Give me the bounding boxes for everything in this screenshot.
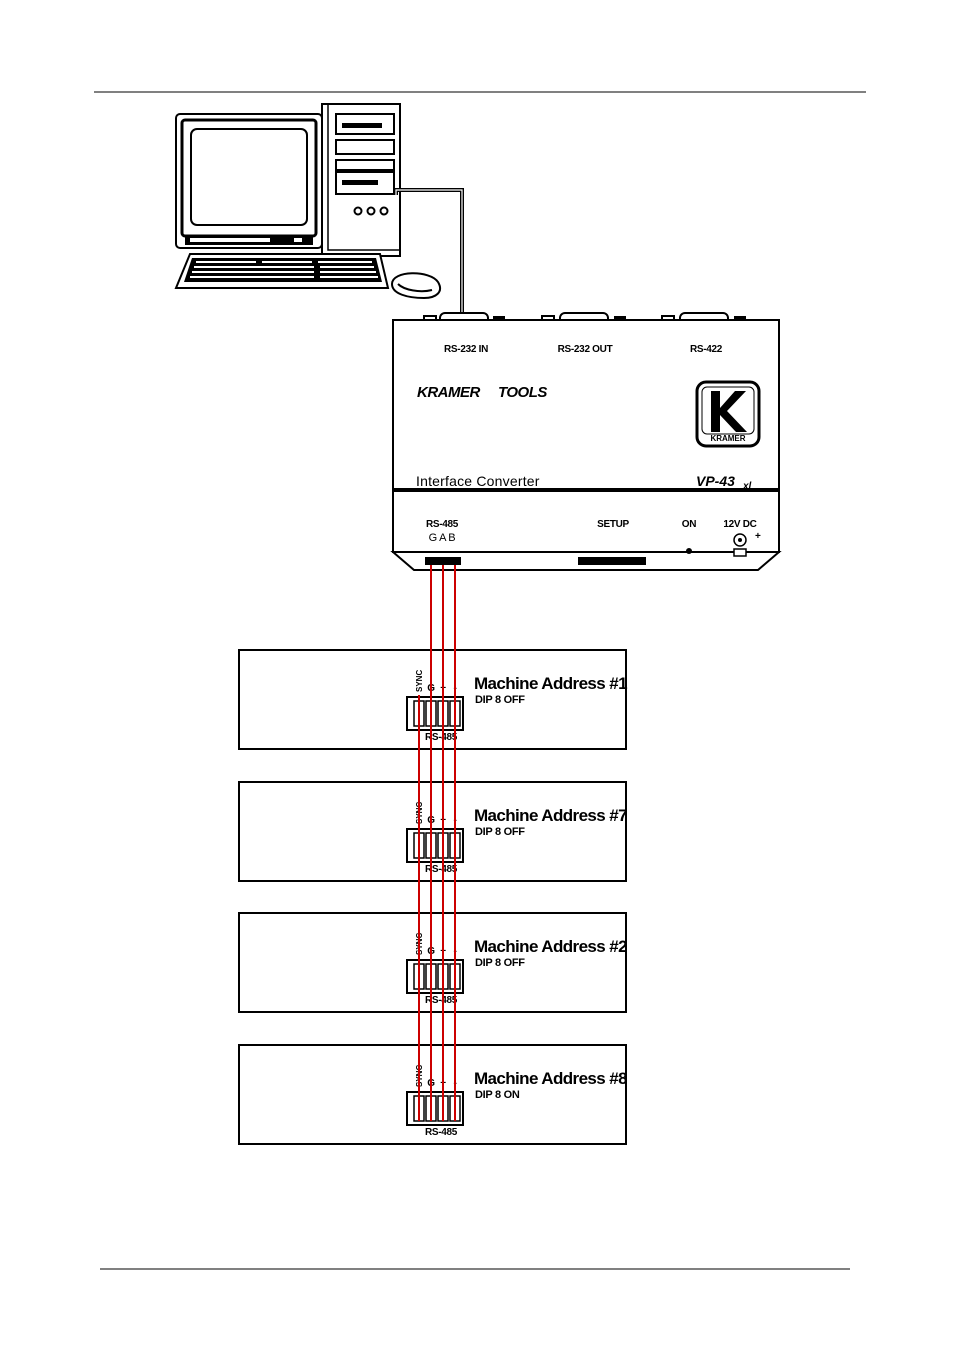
dip-setting-label: DIP 8 OFF bbox=[475, 694, 525, 706]
brand-wordmark: KRAMER bbox=[417, 384, 480, 401]
rs485-bus-wires bbox=[418, 565, 456, 1121]
logo-text: KRAMER bbox=[710, 434, 745, 443]
rs485-port-label: RS-485 bbox=[425, 995, 458, 1006]
model-name: VP-43 bbox=[696, 473, 735, 489]
dip-setting-label: DIP 8 OFF bbox=[475, 826, 525, 838]
keyboard-icon bbox=[174, 253, 390, 289]
device-description: Interface Converter bbox=[416, 473, 540, 489]
machine-address-title: Machine Address #7 bbox=[474, 806, 627, 825]
sync-label: SYNC bbox=[415, 670, 424, 692]
pc-illustration bbox=[174, 103, 464, 316]
setup-dip-switch bbox=[578, 557, 646, 565]
mouse-icon bbox=[390, 272, 442, 300]
machine-address-title: Machine Address #8 bbox=[474, 1069, 627, 1088]
rs232-out-label: RS-232 OUT bbox=[558, 344, 613, 355]
model-suffix: xl bbox=[742, 481, 752, 492]
power-led-icon bbox=[686, 548, 692, 554]
machine-address-title: Machine Address #2 bbox=[474, 937, 627, 956]
rs422-label: RS-422 bbox=[690, 344, 723, 355]
rs485-port-label: RS-485 bbox=[425, 1127, 458, 1138]
rs232-in-label: RS-232 IN bbox=[444, 344, 488, 355]
tower-icon bbox=[321, 103, 401, 257]
dip-setting-label: DIP 8 ON bbox=[475, 1089, 520, 1101]
setup-label: SETUP bbox=[597, 519, 629, 530]
vp43xl-converter: RS-232 IN RS-232 OUT RS-422 KRAMER TOOLS… bbox=[390, 312, 782, 571]
rs485-label: RS-485 bbox=[426, 519, 459, 530]
power-label: 12V DC bbox=[723, 519, 756, 530]
machine-box bbox=[238, 781, 627, 882]
dc-jack-icon bbox=[733, 533, 747, 557]
rs485-terminal bbox=[425, 557, 461, 565]
on-label: ON bbox=[682, 519, 696, 530]
monitor-icon bbox=[175, 113, 323, 249]
machine-address-title: Machine Address #1 bbox=[474, 674, 627, 693]
rs485-port-label: RS-485 bbox=[425, 732, 458, 743]
machine-box bbox=[238, 649, 627, 750]
dip-setting-label: DIP 8 OFF bbox=[475, 957, 525, 969]
power-plus-label: + bbox=[755, 531, 761, 542]
brand-sub-wordmark: TOOLS bbox=[498, 384, 547, 401]
rs485-pins-label: G A B bbox=[429, 532, 456, 544]
rs485-port-label: RS-485 bbox=[425, 864, 458, 875]
kramer-logo-icon: KRAMER bbox=[695, 380, 761, 448]
